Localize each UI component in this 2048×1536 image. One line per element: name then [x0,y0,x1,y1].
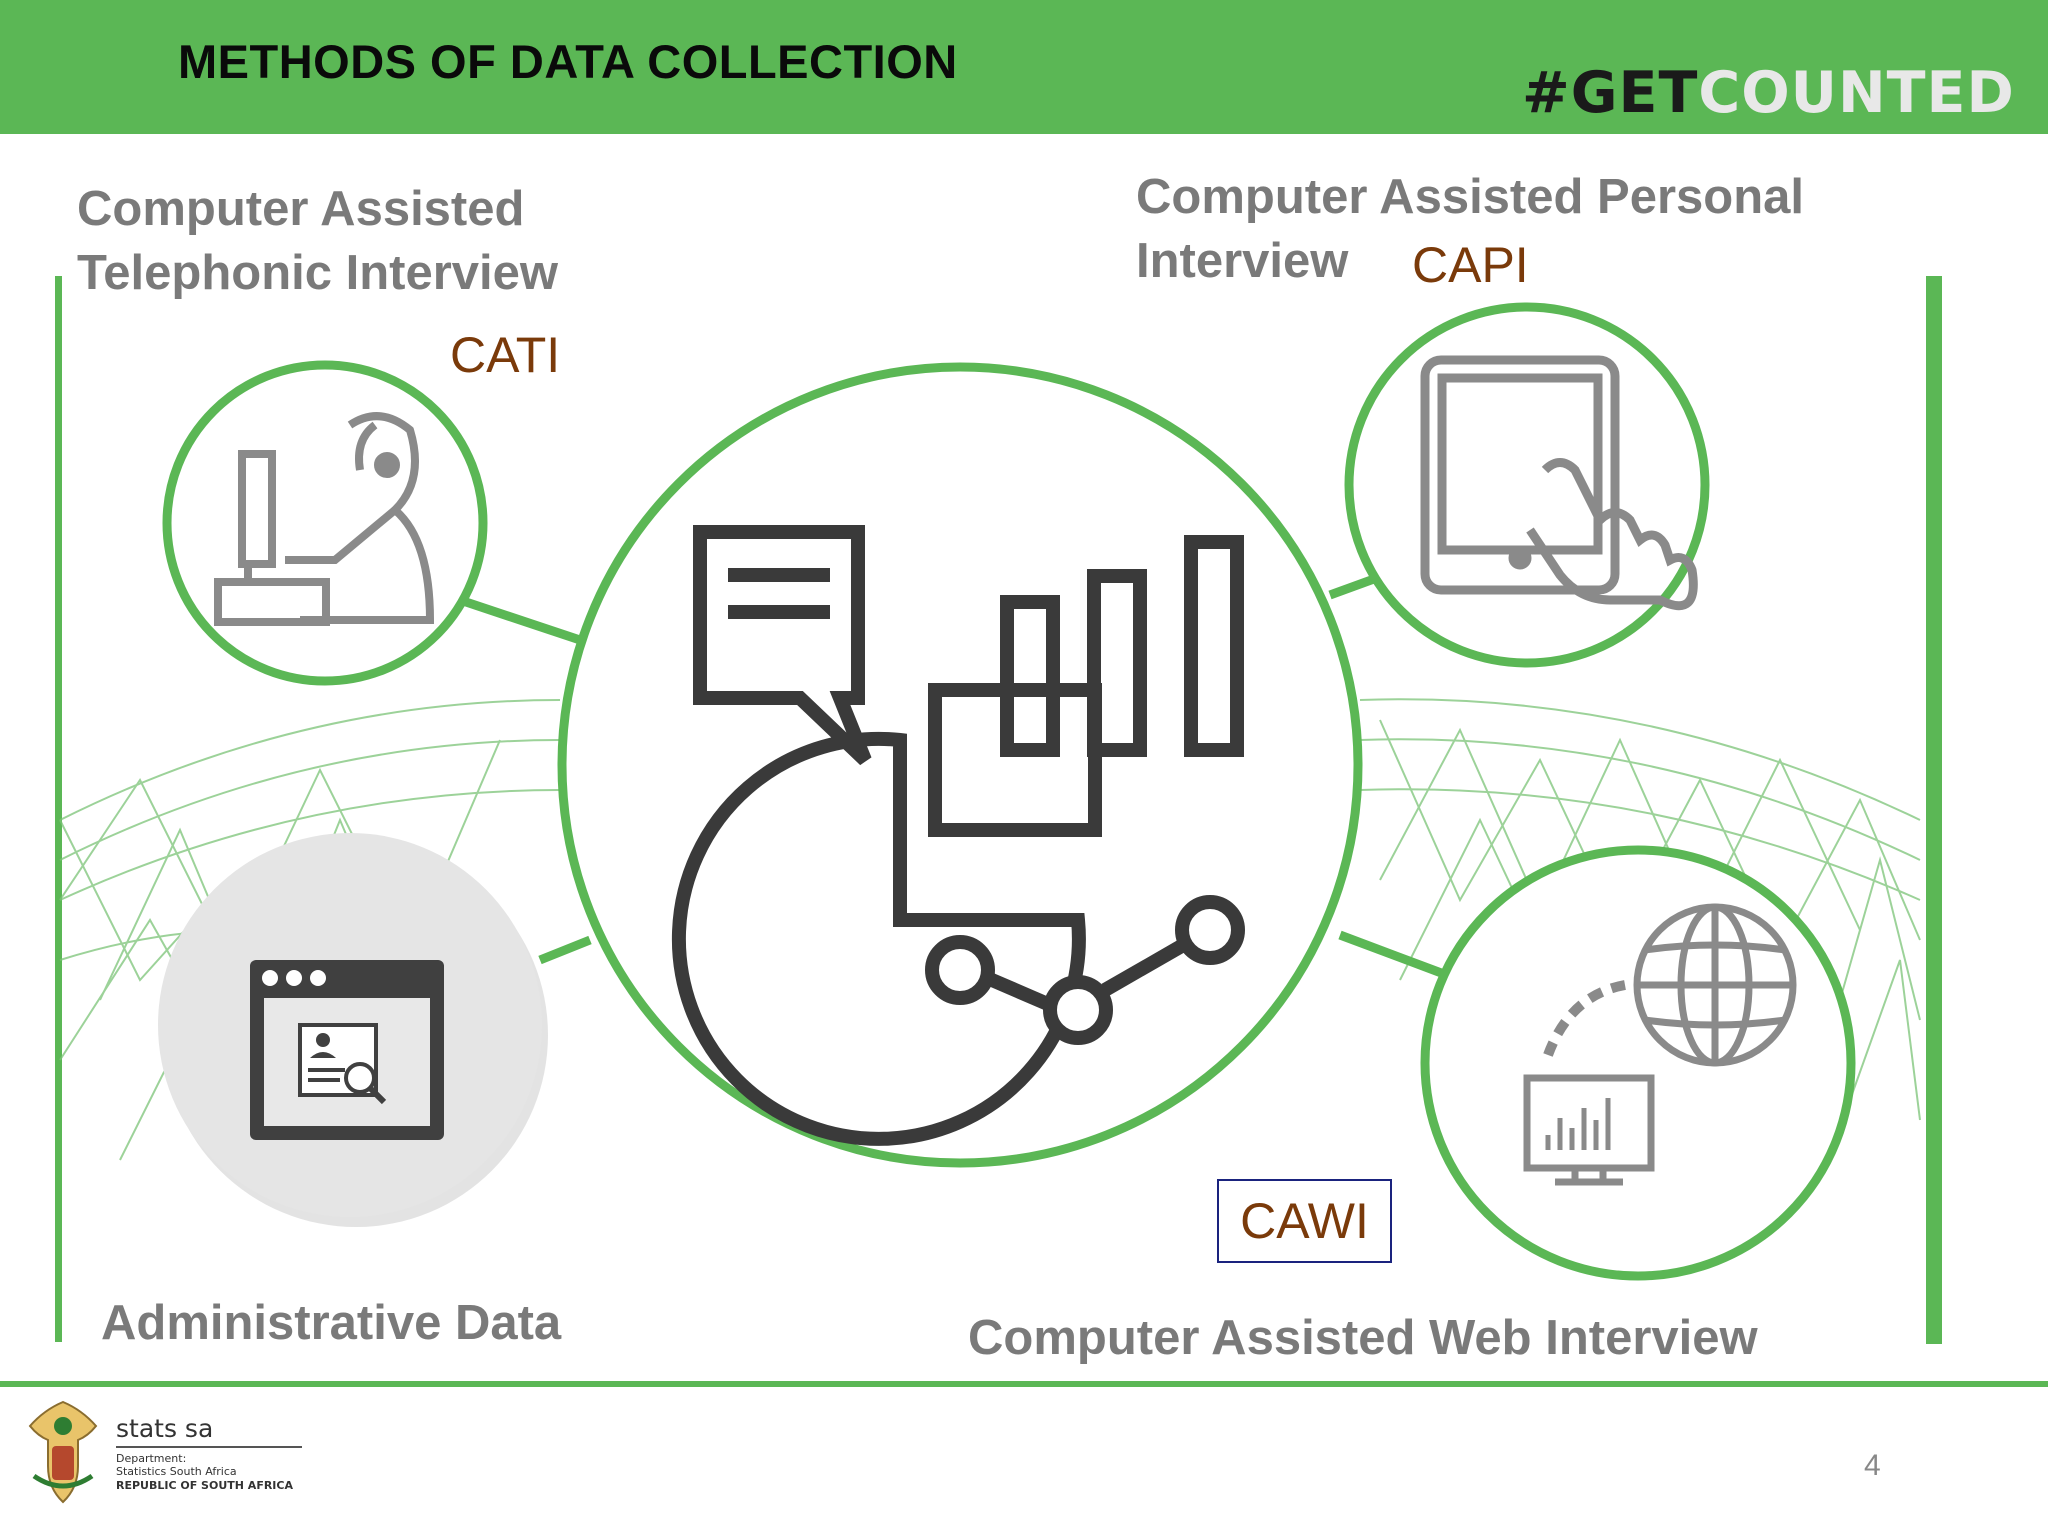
central-circle [557,362,1363,1168]
page-title: METHODS OF DATA COLLECTION [178,35,958,88]
capi-code: CAPI [1412,237,1529,293]
dept-line3: REPUBLIC OF SOUTH AFRICA [116,1479,293,1492]
left-frame-line [55,276,62,1342]
capi-label-line1: Computer Assisted Personal [1136,170,1805,224]
org-name: stats sa [116,1414,214,1443]
cati-label: Computer Assisted Telephonic Interview [77,178,558,305]
analytics-icon [671,525,1245,1146]
admin-label: Administrative Data [101,1296,562,1350]
dept-line2: Statistics South Africa [116,1465,237,1478]
page-number: 4 [1864,1449,1881,1482]
footer-divider [0,1381,2048,1387]
browser-document-search-icon [250,960,444,1140]
cawi-code-box: CAWI [1217,1179,1392,1263]
cawi-label: Computer Assisted Web Interview [968,1311,1758,1365]
coat-of-arms-logo [28,1400,98,1504]
cati-label-line1: Computer Assisted [77,182,525,236]
logo-divider [116,1446,302,1448]
capi-label: Computer Assisted Personal Interview [1136,166,1804,293]
dept-line1: Department: [116,1452,187,1465]
hashtag-suffix: COUNTED [1698,60,2015,126]
getcounted-hashtag: #GETCOUNTED [1522,60,2015,126]
capi-label-line2: Interview [1136,233,1349,288]
hashtag-prefix: #GET [1522,60,1699,126]
call-center-agent-icon [214,412,435,626]
cawi-code: CAWI [1240,1193,1369,1249]
cawi-circle [1420,845,1856,1281]
header-band: METHODS OF DATA COLLECTION #GETCOUNTED [0,0,2048,134]
tablet-touch-icon [1420,355,1698,611]
cati-label-line2: Telephonic Interview [77,245,559,300]
globe-monitor-icon [1523,903,1797,1186]
cati-circle [162,360,488,686]
right-frame-line [1926,276,1942,1344]
cati-code: CATI [450,327,561,383]
